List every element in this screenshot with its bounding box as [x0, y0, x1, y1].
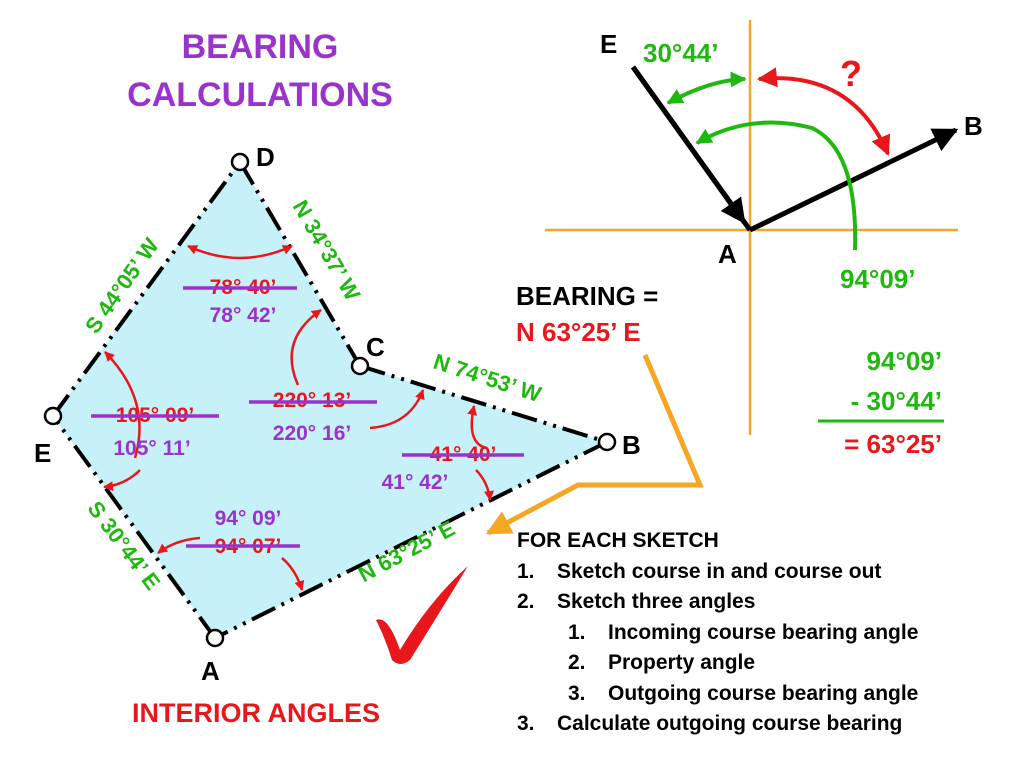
substep-2: 2. Property angle — [517, 648, 918, 679]
substep-3-number: 3. — [568, 681, 586, 705]
angle-e-new: 105° 11’ — [113, 437, 190, 460]
angle-b-new: 41° 42’ — [382, 471, 449, 494]
angle-c-new: 220° 16’ — [273, 422, 351, 445]
instructions: FOR EACH SKETCH 1. Sketch course in and c… — [517, 526, 918, 740]
course-dc-line — [238, 160, 362, 368]
calc-line-1: 94°09’ — [867, 346, 942, 376]
point-c-marker — [350, 356, 370, 376]
angle-e-upper-arrow — [104, 351, 141, 459]
calc-line-2: - 30°44’ — [851, 386, 942, 416]
traverse-boundary — [51, 160, 608, 640]
bearing-label: BEARING = — [516, 281, 658, 311]
sketch-label-b: B — [964, 111, 983, 141]
substep-3: 3. Outgoing course bearing angle — [517, 679, 918, 710]
point-b-label: B — [622, 430, 641, 460]
point-d-marker — [230, 152, 250, 172]
point-a-label: A — [201, 656, 220, 686]
substep-3-text: Outgoing course bearing angle — [608, 681, 919, 705]
step-1: 1. Sketch course in and course out — [517, 557, 918, 588]
angle-b-upper-arrow — [467, 405, 488, 450]
angle-c-lower-arrow — [369, 389, 425, 430]
angle-a-right-arrow — [281, 557, 305, 591]
step-3-number: 3. — [517, 712, 535, 735]
step-3-text: Calculate outgoing course bearing — [557, 712, 903, 735]
angle-a-left-arrow — [157, 536, 201, 554]
point-a-marker — [205, 628, 225, 648]
unknown-bearing-arc — [757, 67, 891, 156]
substep-1-text: Incoming course bearing angle — [608, 620, 919, 644]
incoming-bearing-arc — [666, 71, 747, 105]
point-e-marker — [43, 406, 63, 426]
substep-1-number: 1. — [568, 620, 586, 644]
step-2: 2. Sketch three angles — [517, 587, 918, 618]
angle-d-new: 78° 42’ — [210, 304, 277, 327]
sketch-label-e: E — [600, 29, 617, 59]
course-cb-line — [359, 364, 608, 444]
angle-a-value: 94° 09’ — [215, 507, 282, 530]
title-line-2: CALCULATIONS — [127, 76, 393, 114]
sketch-angle-in: 30°44’ — [643, 38, 718, 68]
course-ea-line — [51, 414, 217, 640]
point-e-label: E — [34, 438, 51, 468]
substep-2-number: 2. — [568, 651, 586, 674]
sketch-label-a: A — [718, 239, 737, 269]
angle-d-arc — [187, 244, 293, 260]
point-b-marker — [597, 432, 617, 452]
instructions-heading: FOR EACH SKETCH — [517, 529, 719, 552]
step-3: 3. Calculate outgoing course bearing — [517, 709, 918, 740]
interior-angles-title: INTERIOR ANGLES — [132, 698, 380, 728]
incoming-course-arrow — [630, 65, 747, 225]
title-line-1: BEARING — [182, 28, 339, 66]
checkmark-icon — [376, 566, 468, 664]
outgoing-course-arrow — [748, 127, 959, 233]
step-2-text: Sketch three angles — [557, 590, 756, 613]
point-d-label: D — [256, 142, 275, 172]
angle-c-upper-arrow — [290, 308, 322, 386]
angle-e-lower-arrow — [103, 469, 141, 492]
step-2-number: 2. — [517, 590, 535, 613]
course-ab-line — [214, 440, 608, 640]
angle-b-lower-arrow — [475, 469, 494, 501]
substep-2-text: Property angle — [608, 651, 756, 674]
calc-result: = 63°25’ — [844, 429, 942, 459]
bearing-value: N 63°25’ E — [516, 317, 641, 347]
step-1-text: Sketch course in and course out — [557, 559, 882, 583]
point-c-label: C — [366, 332, 385, 362]
step-1-number: 1. — [517, 559, 535, 583]
traverse-fill — [53, 162, 607, 638]
sketch-angle-total: 94°09’ — [840, 264, 915, 294]
sketch-angle-unknown: ? — [840, 53, 862, 94]
pointer-arrow — [485, 354, 704, 536]
substep-1: 1. Incoming course bearing angle — [517, 618, 918, 649]
